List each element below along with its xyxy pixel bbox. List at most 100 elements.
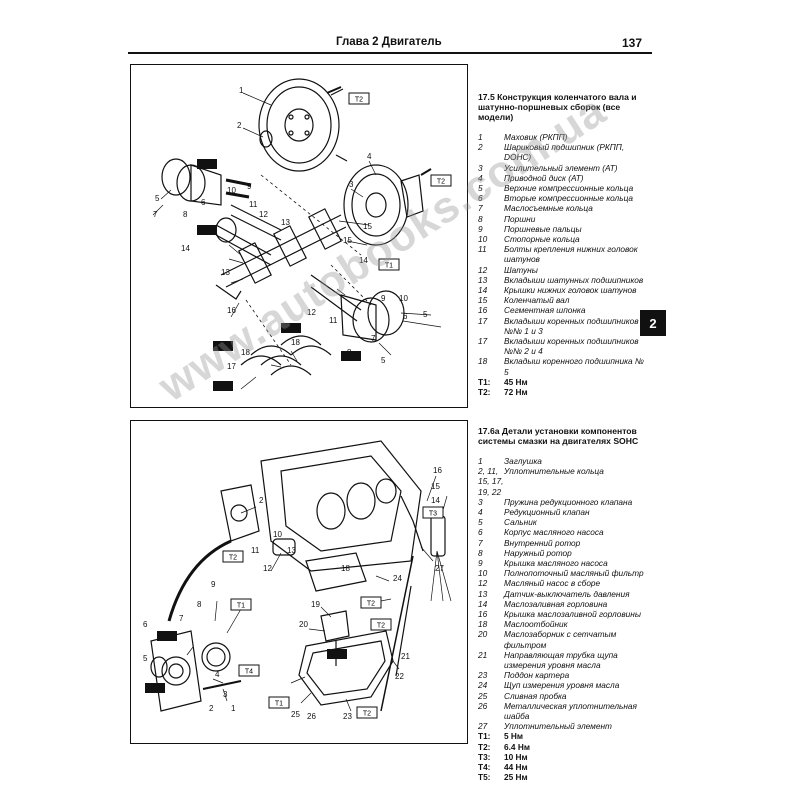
legend-item-text: Маслозаборник с сетчатым фильтром <box>504 629 617 650</box>
callout-18: 18 <box>341 564 350 573</box>
legend-item-number: 24 <box>478 680 488 691</box>
legend-item-number: 26 <box>478 700 488 711</box>
callout-12b: 12 <box>307 308 316 317</box>
legend-item-number: 10 <box>478 568 488 579</box>
legend-item-text: Маслосъемные кольца <box>504 203 593 214</box>
legend-item-number: 23 <box>478 670 488 681</box>
legend-item-text: Сегментная шпонка <box>504 305 586 316</box>
torque-spec-value: 10 Нм <box>504 751 528 762</box>
legend-item-text: Поршни <box>504 213 536 224</box>
oil-can-icon <box>327 649 347 659</box>
torque-tag-label: T2 <box>229 555 237 562</box>
callout-8: 8 <box>197 600 202 609</box>
legend-item-text: Крышка маслозаливной горловины <box>504 609 641 620</box>
torque-tags: T2 T2 T1 <box>348 92 452 271</box>
torque-spec-label: T2: <box>478 387 491 398</box>
callout-numbers: 1 2 4 3 5 7 8 6 10 9 11 12 13 14 13 15 1… <box>153 86 428 371</box>
legend-item-number: 18 <box>478 619 488 630</box>
legend-item-number: 5 <box>478 183 483 194</box>
torque-tag-t2-right <box>430 174 452 187</box>
oil-can-icon <box>197 159 217 169</box>
chapter-heading: Глава 2 Двигатель <box>336 36 442 48</box>
callout-7b: 7 <box>371 334 376 343</box>
torque-spec: T2:6.4 Нм <box>478 742 648 752</box>
torque-spec: T2:72 Нм <box>478 387 648 397</box>
callout-4: 4 <box>215 670 220 679</box>
legend-item-text: Масляный насос в сборе <box>504 578 601 589</box>
torque-spec-label: T3: <box>478 751 491 762</box>
torque-spec: T5:25 Нм <box>478 772 648 782</box>
figure1-legend: 17.5 Конструкция коленчатого вала и шату… <box>478 92 648 397</box>
legend-item-text: Коленчатый вал <box>504 295 570 306</box>
crankshaft-diagram: T2 T2 T1 1 2 4 3 5 7 <box>130 64 468 408</box>
callout-5: 5 <box>155 194 160 203</box>
legend-item-number: 27 <box>478 721 488 732</box>
callout-21: 21 <box>401 652 410 661</box>
callout-9: 9 <box>211 580 216 589</box>
legend-item-text: Верхние компрессионные кольца <box>504 183 634 194</box>
legend-item-text: Поддон картера <box>504 670 570 681</box>
callout-14: 14 <box>431 496 440 505</box>
callout-5c: 5 <box>381 356 386 365</box>
pump-housing-shape <box>150 630 202 712</box>
callout-15: 15 <box>431 482 440 491</box>
callout-12: 12 <box>259 210 268 219</box>
legend-item-number: 20 <box>478 629 488 640</box>
callout-12: 12 <box>263 564 272 573</box>
lubrication-drawing: T2 T3 T2 T2 T1 T4 T1 T2 <box>143 440 452 721</box>
engine-block-shape <box>260 440 422 572</box>
torque-tag-label: T2 <box>367 601 375 608</box>
torque-spec: T1:5 Нм <box>478 731 648 741</box>
legend-item-number: 12 <box>478 578 488 589</box>
callout-4: 4 <box>367 152 372 161</box>
legend-item-number: 5 <box>478 517 483 528</box>
torque-tag-label: T3 <box>429 511 437 518</box>
torque-spec: T3: 10 Нм <box>478 752 648 762</box>
legend-item-text: Вкладыш коренного подшипника № 5 <box>504 356 644 377</box>
oil-can-icon <box>213 341 233 351</box>
legend-item-text: Редукционный клапан <box>504 507 590 518</box>
legend-item-text: Вкладыши коренных подшипников №№ 1 и 3 <box>504 315 639 336</box>
callout-10: 10 <box>273 530 282 539</box>
legend-item-number: 3 <box>478 496 483 507</box>
callout-2: 2 <box>237 121 242 130</box>
torque-spec: T1:45 Нм <box>478 377 648 387</box>
legend-item-number: 11 <box>478 244 487 255</box>
torque-tag-label: T2 <box>355 97 363 104</box>
callout-13: 13 <box>287 546 296 555</box>
legend-item-text: Крышки нижних головок шатунов <box>504 285 637 296</box>
callout-11b: 11 <box>329 316 338 325</box>
torque-tag-label: T2 <box>377 623 385 630</box>
legend-item-number: 9 <box>478 223 483 234</box>
callout-18b: 18 <box>241 348 250 357</box>
callout-6: 6 <box>201 198 206 207</box>
lubrication-diagram: T2 T3 T2 T2 T1 T4 T1 T2 <box>130 420 468 744</box>
crankshaft-drawing: T2 T2 T1 1 2 4 3 5 7 <box>152 78 452 391</box>
legend-item-text: Вкладыши коренных подшипников №№ 2 и 4 <box>504 336 639 357</box>
torque-tag-t2-top <box>348 92 370 105</box>
legend-item-text: Уплотнительные кольца <box>504 466 604 477</box>
legend-item: 20 Маслозаборник с сетчатым фильтром <box>478 629 648 649</box>
figure2-title: 17.6а Детали установки компонентов систе… <box>478 426 639 446</box>
legend-item-number: 17 <box>478 336 488 347</box>
legend-item-text: Приводной диск (АТ) <box>504 172 584 183</box>
